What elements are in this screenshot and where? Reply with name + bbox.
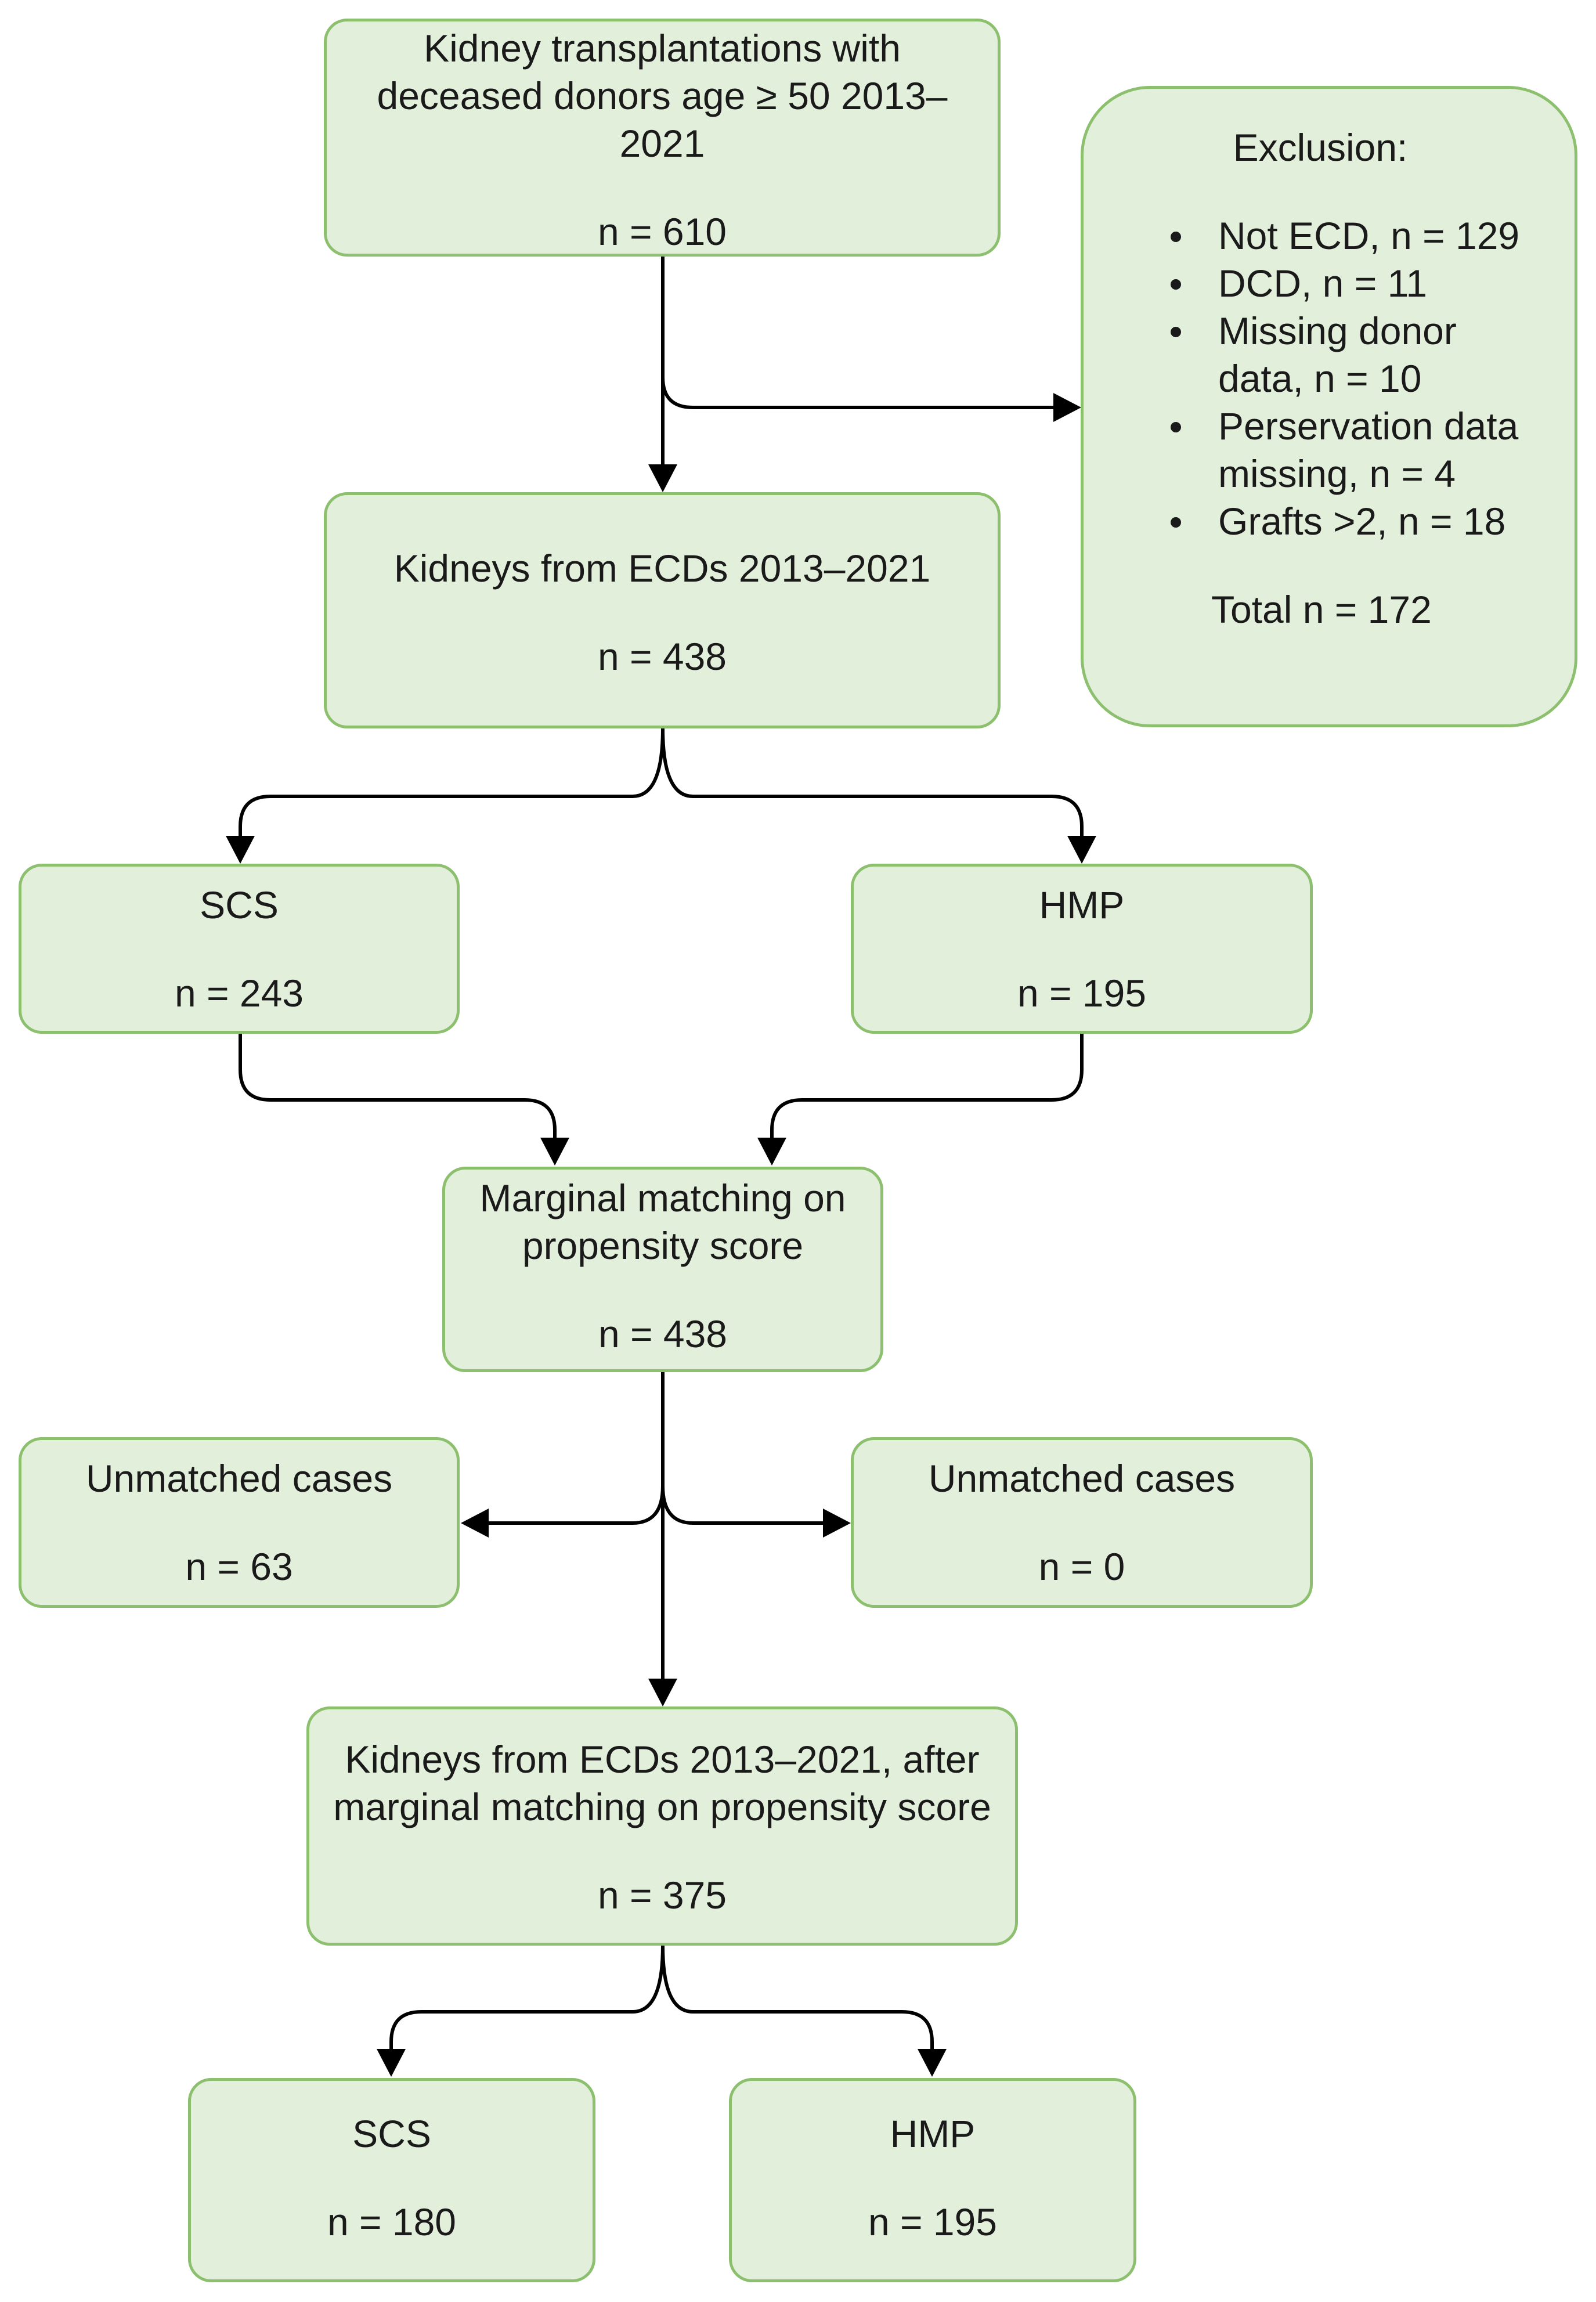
box-matching-line-2: propensity score: [522, 1224, 804, 1267]
box-hmp-after-label: HMP: [890, 2112, 976, 2155]
box-unmatched-left-label: Unmatched cases: [85, 1457, 393, 1500]
box-scs-after: SCS n = 180: [188, 2078, 595, 2282]
exclusion-total: Total n = 172: [1211, 588, 1432, 631]
exclusion-item-text: DCD, n = 11: [1218, 262, 1428, 305]
arrow-ecd-to-hmp: [661, 727, 1084, 849]
box-initial-line-2: deceased donors age ≥ 50 2013–: [377, 74, 948, 117]
exclusion-item: Grafts >2, n = 18: [1171, 497, 1575, 545]
box-matching-count: n = 438: [598, 1312, 728, 1355]
box-unmatched-right-count: n = 0: [1038, 1545, 1125, 1588]
exclusion-item-text: missing, n = 4: [1218, 452, 1456, 495]
arrow-matching-to-unmatched-right: [661, 1484, 832, 1525]
box-hmp-before: HMP n = 195: [851, 864, 1313, 1034]
exclusion-item-text: Grafts >2, n = 18: [1218, 500, 1506, 543]
box-unmatched-right: Unmatched cases n = 0: [851, 1437, 1313, 1608]
exclusion-item-text: data, n = 10: [1218, 357, 1422, 400]
arrowhead-scs2: [377, 2049, 406, 2077]
box-initial-line-1: Kidney transplantations with: [424, 27, 901, 70]
box-scs-before-label: SCS: [200, 883, 279, 926]
box-marginal-matching: Marginal matching on propensity score n …: [442, 1167, 883, 1372]
exclusion-item: Perservation data missing, n = 4: [1171, 402, 1575, 497]
arrowhead-scs1: [226, 836, 255, 864]
box-scs-after-label: SCS: [352, 2112, 431, 2155]
box-after-line-1: Kidneys from ECDs 2013–2021, after: [345, 1738, 980, 1781]
arrowhead-exclusion: [1053, 393, 1081, 422]
arrow-matching-to-unmatched-left: [480, 1484, 665, 1525]
arrow-ecd-to-scs: [239, 727, 665, 849]
arrowhead-after: [648, 1679, 677, 1706]
box-after-line-2: marginal matching on propensity score: [333, 1785, 991, 1828]
exclusion-list: Not ECD, n = 129 DCD, n = 11 Missing don…: [1084, 212, 1575, 545]
box-unmatched-left: Unmatched cases n = 63: [19, 1437, 460, 1608]
box-exclusion: Exclusion: Not ECD, n = 129 DCD, n = 11 …: [1081, 86, 1577, 727]
box-initial-cohort: Kidney transplantations with deceased do…: [324, 19, 1001, 257]
box-hmp-before-label: HMP: [1039, 883, 1125, 926]
box-scs-before: SCS n = 243: [19, 864, 460, 1034]
arrowhead-matching-left: [540, 1138, 569, 1166]
box-hmp-after-count: n = 195: [868, 2200, 998, 2243]
box-unmatched-left-count: n = 63: [185, 1545, 293, 1588]
arrow-scs-to-matching: [239, 1032, 557, 1148]
box-ecd-count: n = 438: [597, 635, 727, 678]
box-hmp-after: HMP n = 195: [729, 2078, 1136, 2282]
arrow-initial-to-exclusion: [661, 376, 1061, 409]
exclusion-title: Exclusion:: [1233, 126, 1408, 169]
exclusion-item-text: Not ECD, n = 129: [1218, 214, 1520, 257]
box-initial-count: n = 610: [597, 210, 727, 253]
exclusion-item: Not ECD, n = 129: [1171, 212, 1575, 259]
arrowhead-unmatched-right: [823, 1509, 851, 1538]
box-unmatched-right-label: Unmatched cases: [928, 1457, 1236, 1500]
arrowhead-hmp2: [918, 2049, 947, 2077]
box-scs-after-count: n = 180: [327, 2200, 457, 2243]
exclusion-item-text: Perservation data: [1218, 405, 1519, 448]
arrow-after-to-hmp: [661, 1944, 934, 2059]
exclusion-item: Missing donor data, n = 10: [1171, 307, 1575, 402]
box-ecd-kidneys: Kidneys from ECDs 2013–2021 n = 438: [324, 492, 1001, 728]
arrowhead-hmp1: [1067, 836, 1096, 864]
box-ecd-line-1: Kidneys from ECDs 2013–2021: [393, 547, 931, 590]
arrow-after-to-scs: [389, 1944, 665, 2059]
arrowhead-matching-right: [757, 1138, 786, 1166]
arrowhead-ecd: [648, 464, 677, 492]
exclusion-item-text: Missing donor: [1218, 309, 1457, 352]
arrow-hmp-to-matching: [770, 1032, 1084, 1148]
arrowhead-unmatched-left: [461, 1509, 489, 1538]
exclusion-item: DCD, n = 11: [1171, 259, 1575, 307]
box-matching-line-1: Marginal matching on: [479, 1177, 846, 1219]
box-scs-before-count: n = 243: [174, 972, 304, 1015]
box-after-matching: Kidneys from ECDs 2013–2021, after margi…: [306, 1706, 1018, 1946]
box-initial-line-3: 2021: [619, 122, 705, 165]
box-hmp-before-count: n = 195: [1017, 972, 1147, 1015]
box-after-count: n = 375: [597, 1874, 727, 1917]
